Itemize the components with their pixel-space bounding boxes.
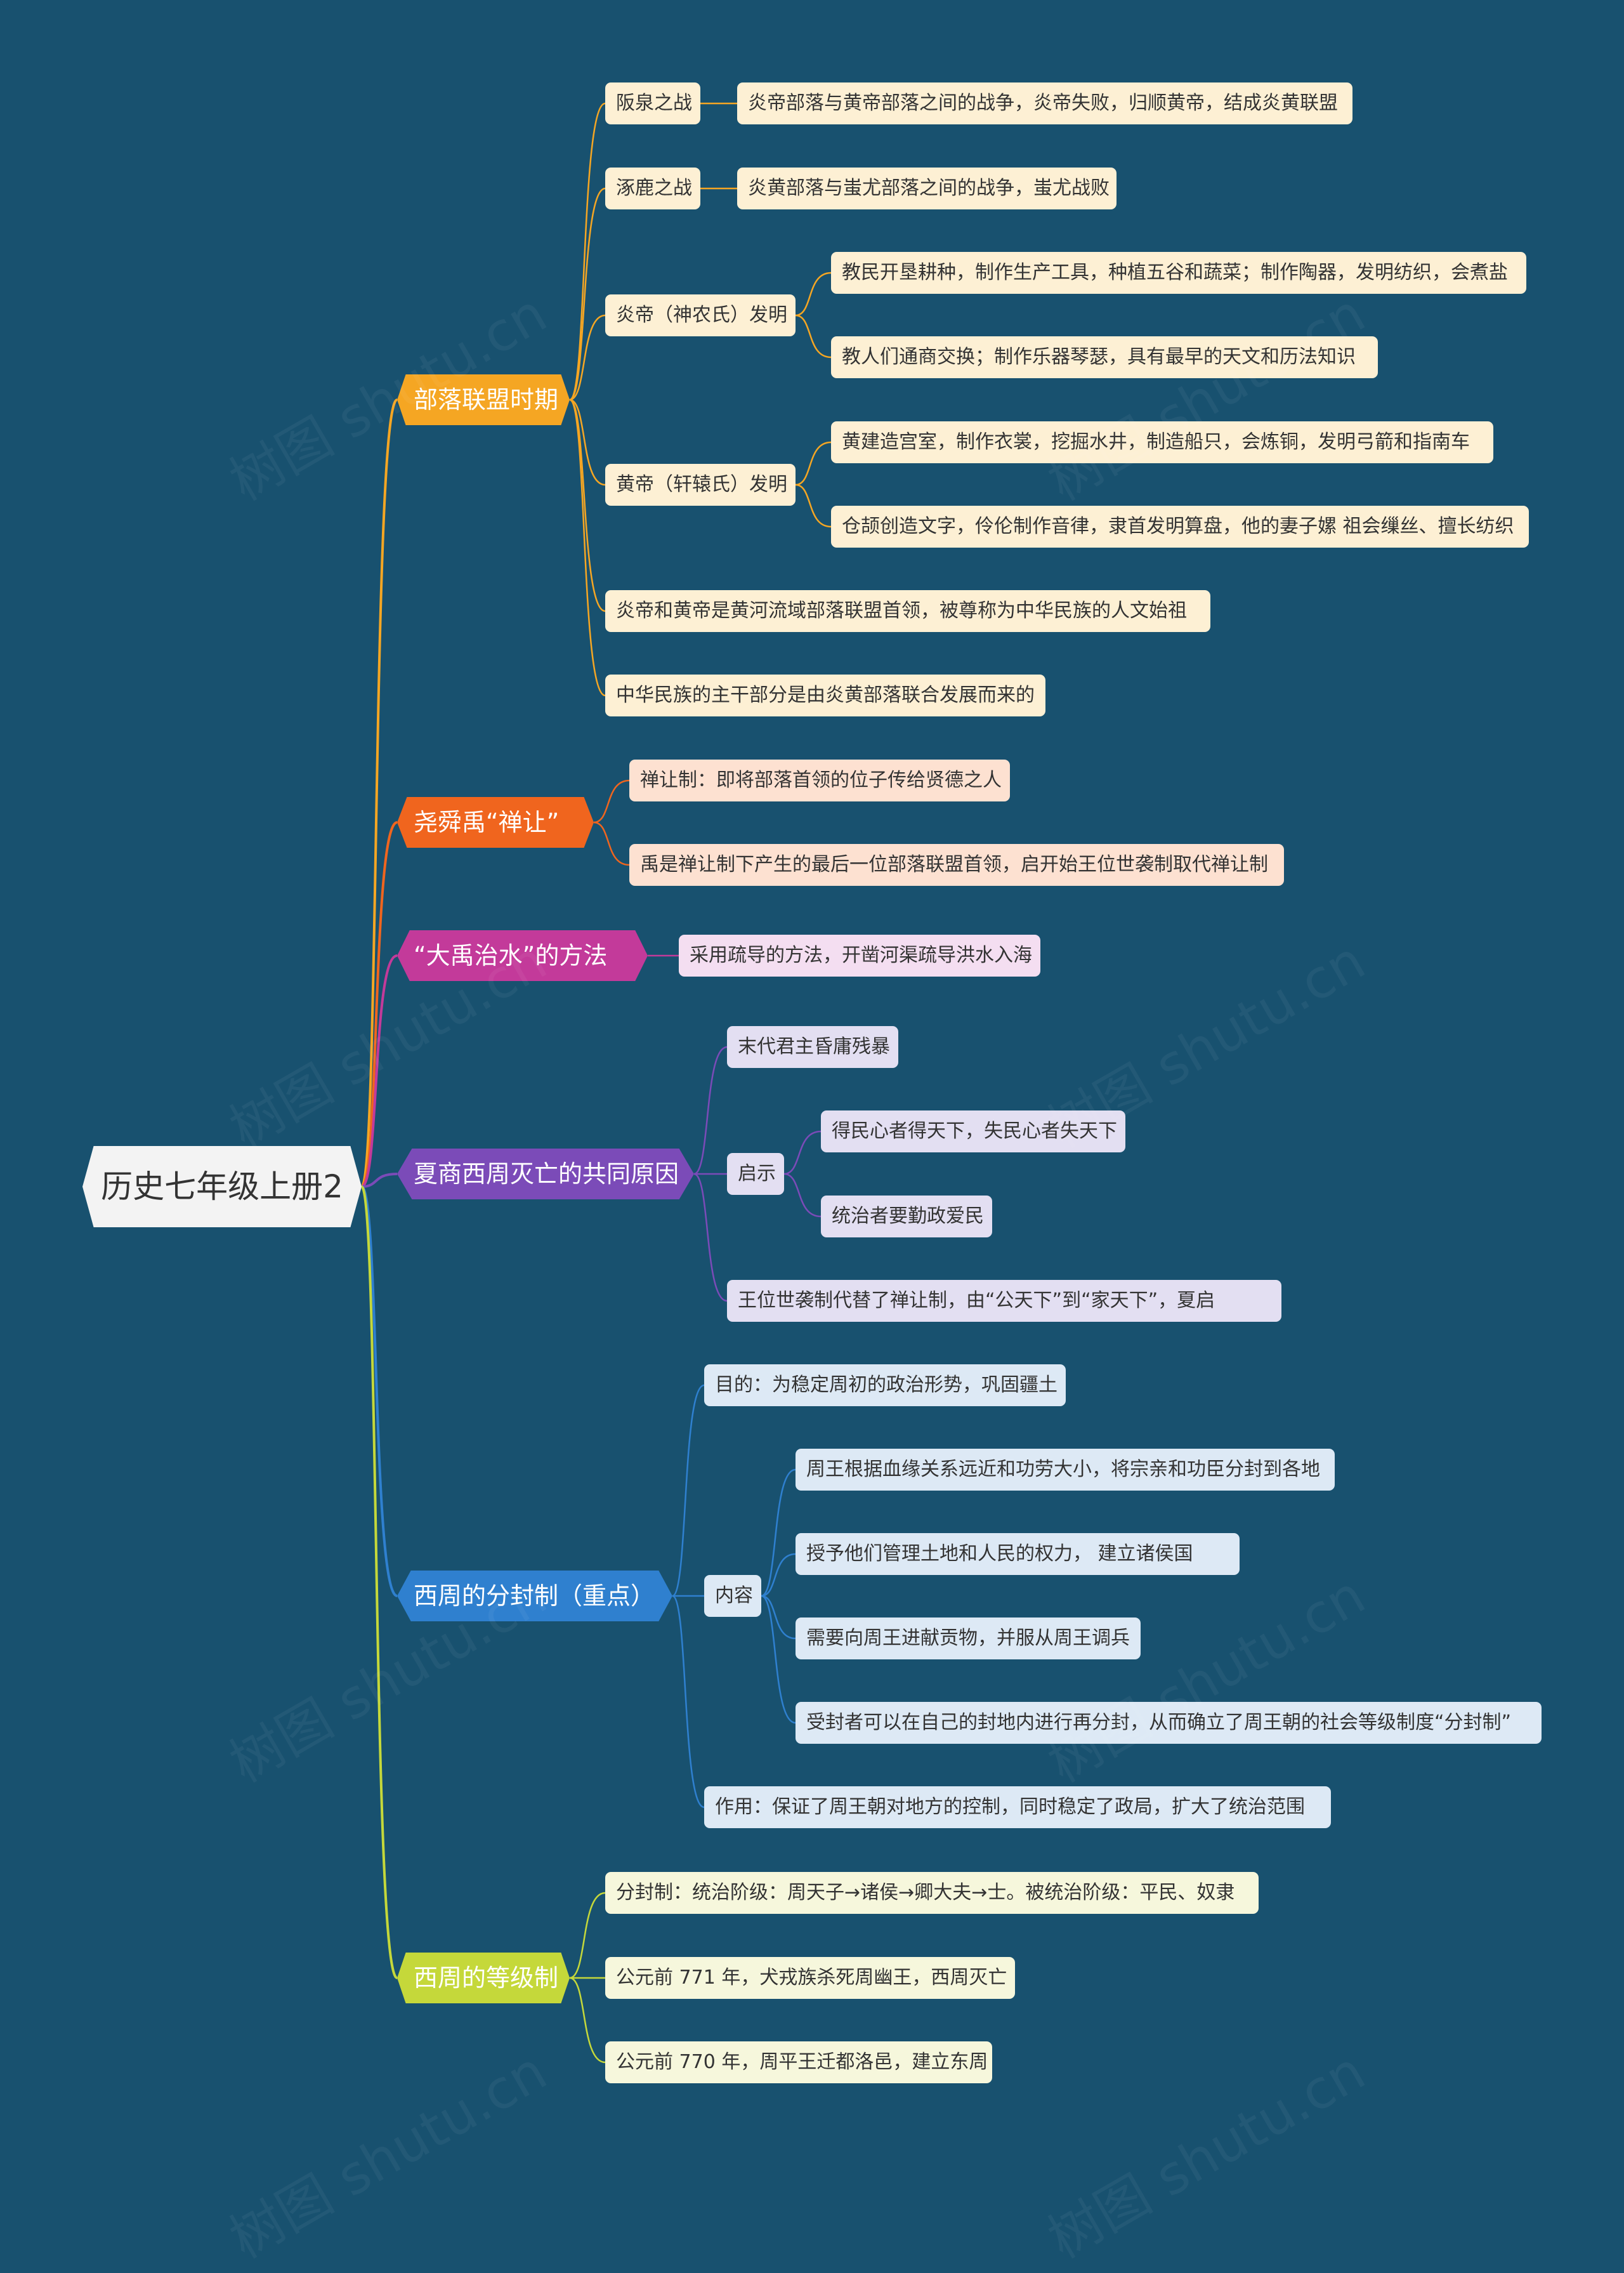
topic-node[interactable]: 炎帝（神农氏）发明 [605, 294, 796, 336]
branch-node[interactable]: 尧舜禹“禅让” [397, 797, 594, 848]
child-connector [569, 1977, 606, 2064]
topic-node[interactable]: 中华民族的主干部分是由炎黄部落联合发展而来的 [605, 675, 1045, 716]
branch-connector [361, 1173, 398, 1188]
topic-node[interactable]: 末代君主昏庸残暴 [727, 1026, 898, 1068]
subtopic-node[interactable]: 教人们通商交换；制作乐器琴瑟，具有最早的天文和历法知识 [831, 336, 1378, 378]
child-connector [672, 1384, 705, 1597]
topic-node[interactable]: 内容 [704, 1575, 761, 1617]
branch-node[interactable]: 夏商西周灭亡的共同原因 [397, 1149, 694, 1199]
branch-node[interactable]: “大禹治水”的方法 [397, 930, 648, 981]
child-connector [593, 779, 630, 824]
branch-connector [360, 399, 398, 1188]
subtopic-node[interactable]: 统治者要勤政爱民 [821, 1196, 992, 1237]
subchild-connector [761, 1553, 796, 1597]
child-connector [569, 399, 606, 612]
subchild-connector [795, 484, 832, 528]
topic-node[interactable]: 禅让制：即将部落首领的位子传给贤德之人 [629, 760, 1010, 801]
subtopic-node[interactable]: 炎黄部落与蚩尤部落之间的战争，蚩尤战败 [737, 168, 1116, 209]
subtopic-node[interactable]: 炎帝部落与黄帝部落之间的战争，炎帝失败，归顺黄帝，结成炎黄联盟 [737, 82, 1352, 124]
branch-connector [360, 954, 398, 1188]
branch-node[interactable]: 西周的分封制（重点） [397, 1571, 672, 1621]
topic-node[interactable]: 采用疏导的方法，开凿河渠疏导洪水入海 [679, 935, 1040, 977]
child-connector [569, 187, 606, 401]
branch-node[interactable]: 西周的等级制 [397, 1953, 570, 2003]
subtopic-node[interactable]: 受封者可以在自己的封地内进行再分封，从而确立了周王朝的社会等级制度“分封制” [796, 1702, 1542, 1744]
child-connector [569, 102, 606, 401]
topic-node[interactable]: 炎帝和黄帝是黄河流域部落联盟首领，被尊称为中华民族的人文始祖 [605, 590, 1210, 632]
child-connector [593, 821, 630, 866]
branch-connector [360, 1185, 398, 1979]
subchild-connector [783, 1173, 822, 1218]
topic-node[interactable]: 目的：为稳定周初的政治形势，巩固疆土 [704, 1364, 1066, 1406]
subchild-connector [795, 272, 832, 317]
mindmap-canvas: 历史七年级上册2 部落联盟时期 阪泉之战炎帝部落与黄帝部落之间的战争，炎帝失败，归… [82, 82, 1542, 2270]
connector-lines [360, 102, 832, 2064]
root-node[interactable]: 历史七年级上册2 [82, 1146, 362, 1227]
child-connector [569, 1892, 606, 1979]
branch-node[interactable]: 部落联盟时期 [397, 374, 570, 425]
subchild-connector [761, 1595, 796, 1724]
subtopic-node[interactable]: 得民心者得天下，失民心者失天下 [821, 1110, 1125, 1152]
subchild-connector [795, 314, 832, 359]
child-connector [569, 399, 606, 486]
topic-node[interactable]: 公元前 771 年，犬戎族杀死周幽王，西周灭亡 [605, 1957, 1015, 1999]
topic-node[interactable]: 分封制：统治阶级：周天子→诸侯→卿大夫→士。被统治阶级：平民、奴隶 [605, 1872, 1259, 1914]
topic-node[interactable]: 作用：保证了周王朝对地方的控制，同时稳定了政局，扩大了统治范围 [704, 1786, 1331, 1828]
topic-node[interactable]: 涿鹿之战 [605, 168, 700, 209]
subtopic-node[interactable]: 需要向周王进献贡物，并服从周王调兵 [796, 1617, 1141, 1659]
subtopic-node[interactable]: 授予他们管理土地和人民的权力， 建立诸侯国 [796, 1533, 1240, 1575]
subchild-connector [783, 1130, 822, 1175]
subtopic-node[interactable]: 周王根据血缘关系远近和功劳大小，将宗亲和功臣分封到各地 [796, 1449, 1335, 1491]
subchild-connector [761, 1468, 796, 1597]
subtopic-node[interactable]: 仓颉创造文字，伶伦制作音律，隶首发明算盘，他的妻子嫘 祖会缫丝、擅长纺织 [831, 506, 1529, 548]
subchild-connector [761, 1595, 796, 1640]
subchild-connector [795, 441, 832, 486]
subtopic-node[interactable]: 教民开垦耕种，制作生产工具，种植五谷和蔬菜；制作陶器，发明纺织，会煮盐 [831, 252, 1526, 294]
child-connector [672, 1595, 705, 1809]
topic-node[interactable]: 王位世袭制代替了禅让制，由“公天下”到“家天下”，夏启 [727, 1280, 1281, 1322]
topic-node[interactable]: 阪泉之战 [605, 82, 700, 124]
subtopic-node[interactable]: 黄建造宫室，制作衣裳，挖掘水井，制造船只，会炼铜，发明弓箭和指南车 [831, 421, 1493, 463]
child-connector [569, 314, 606, 401]
topic-node[interactable]: 黄帝（轩辕氏）发明 [605, 464, 796, 506]
topic-node[interactable]: 禹是禅让制下产生的最后一位部落联盟首领，启开始王位世袭制取代禅让制 [629, 844, 1284, 886]
branch-connector [360, 821, 398, 1188]
branch-connector [360, 1185, 398, 1597]
topic-node[interactable]: 公元前 770 年，周平王迁都洛邑，建立东周 [605, 2041, 992, 2083]
topic-node[interactable]: 启示 [727, 1153, 784, 1195]
child-connector [693, 1173, 728, 1302]
child-connector [693, 1046, 728, 1175]
child-connector [569, 399, 606, 697]
